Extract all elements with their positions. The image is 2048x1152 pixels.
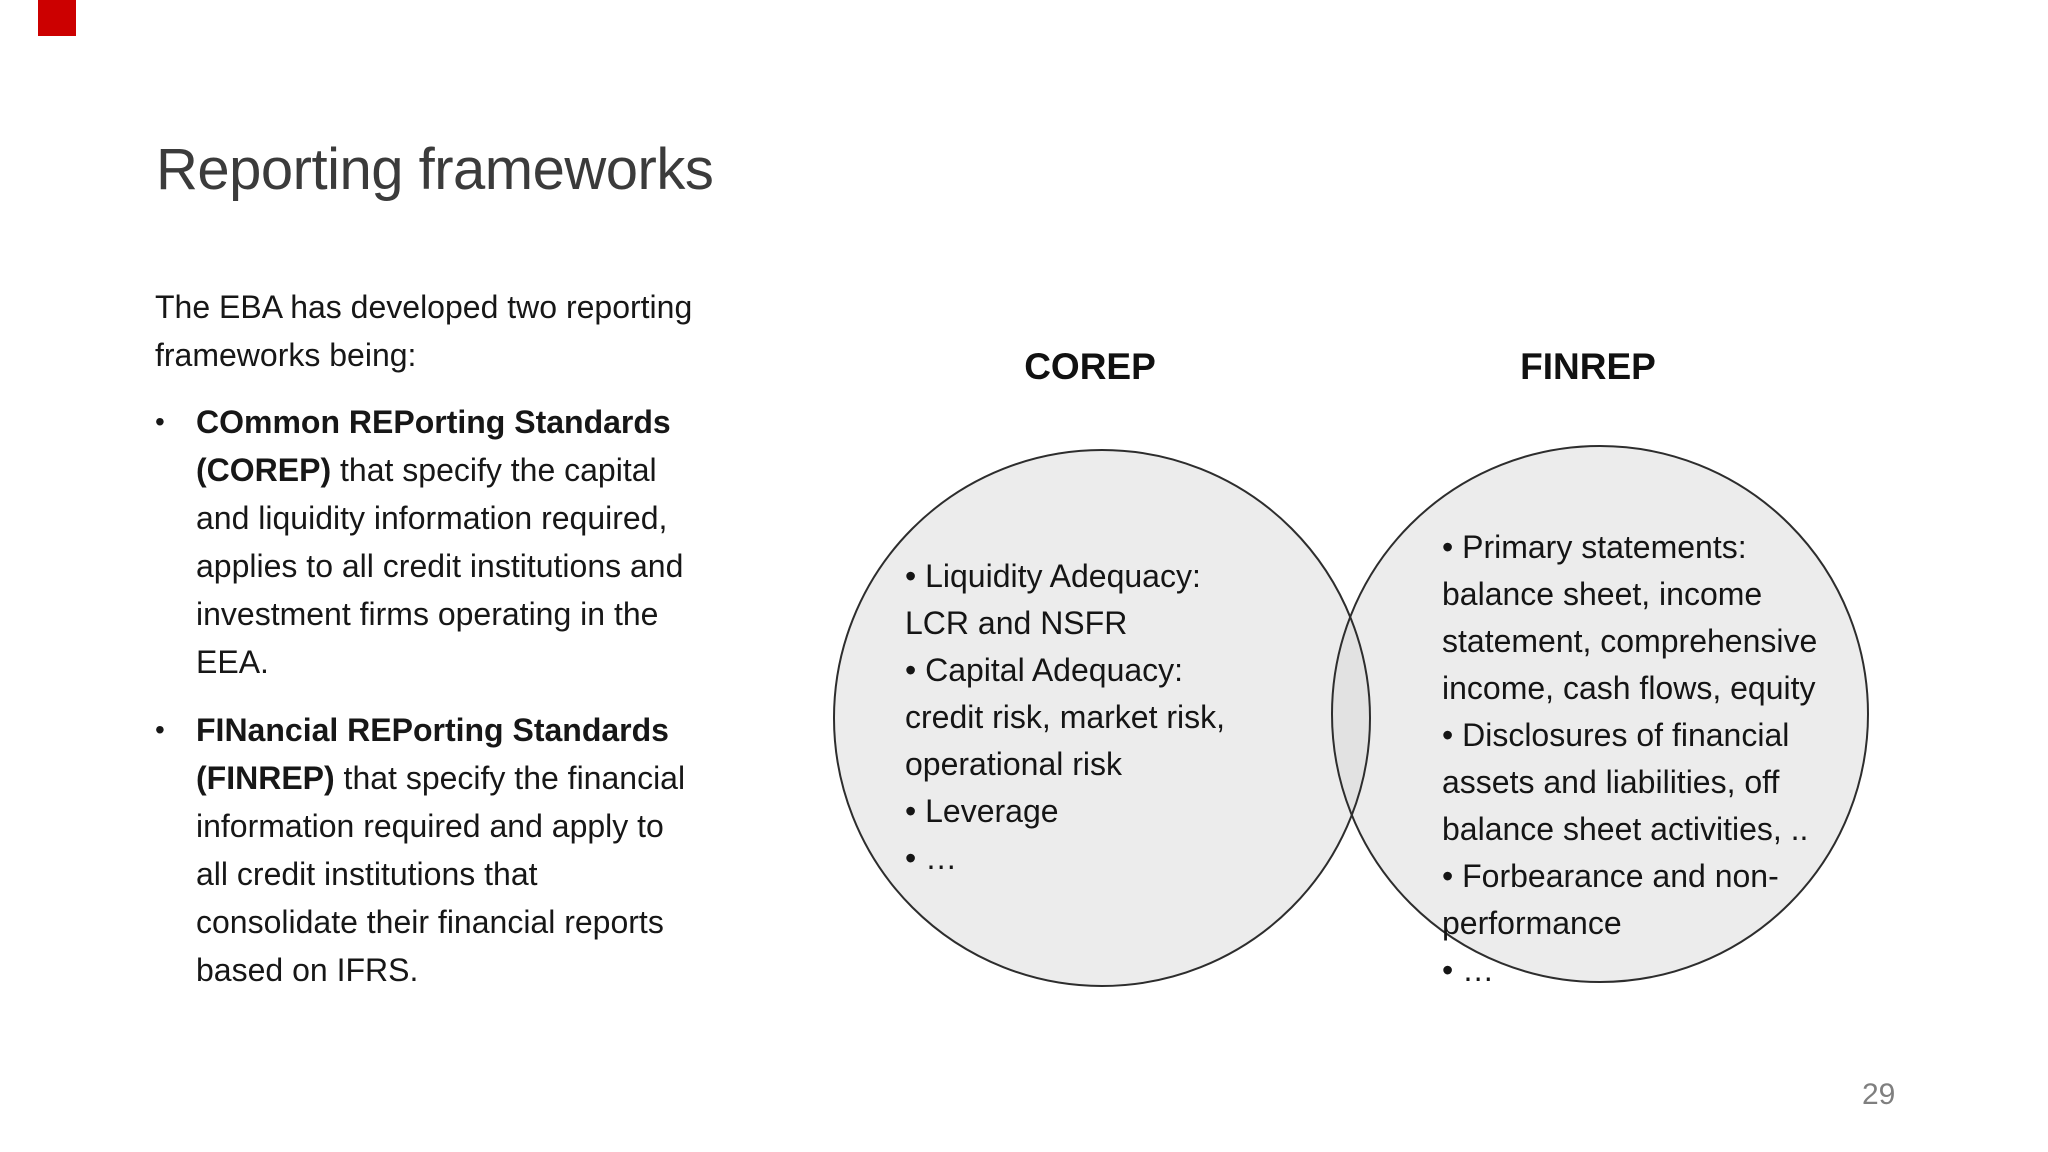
corep-bold-abbr: (COREP) [196,452,332,488]
corep-heading: COREP [1024,346,1156,387]
bullet-text-corep: COmmon REPorting Standards (COREP) that … [196,398,776,686]
bullet-item-finrep: • FINancial REPorting Standards (FINREP)… [155,706,815,994]
venn-overlap-region [1332,617,1370,815]
corep-after-bold: that specify the capital [331,452,657,488]
bullet-text-finrep: FINancial REPorting Standards (FINREP) t… [196,706,776,994]
intro-paragraph: The EBA has developed two reporting fram… [155,289,693,373]
finrep-after-bold: that specify the financial [334,760,686,796]
corep-circle [834,450,1370,986]
finrep-heading: FINREP [1520,346,1656,387]
bullet-item-corep: • COmmon REPorting Standards (COREP) tha… [155,398,815,686]
finrep-bold-abbr: (FINREP) [196,760,335,796]
finrep-bold-name: FINancial REPorting Standards [196,712,669,748]
corep-circle-items: • Liquidity Adequacy: LCR and NSFR • Cap… [905,558,1226,876]
bullet-marker: • [155,406,165,437]
corep-description: and liquidity information required, appl… [196,500,684,680]
finrep-circle-outline [1331,445,1869,983]
bullet-marker: • [155,714,165,745]
corep-circle-outline [833,449,1371,987]
red-corner-mark [38,0,76,36]
corep-bold-name: COmmon REPorting Standards [196,404,671,440]
finrep-circle-items: • Primary statements: balance sheet, inc… [1442,529,1818,988]
finrep-description: information required and apply to all cr… [196,808,664,988]
page-number: 29 [1862,1078,1896,1111]
slide-title: Reporting frameworks [156,137,714,202]
left-text-column: The EBA has developed two reporting fram… [155,283,815,1014]
finrep-circle [1332,446,1868,982]
